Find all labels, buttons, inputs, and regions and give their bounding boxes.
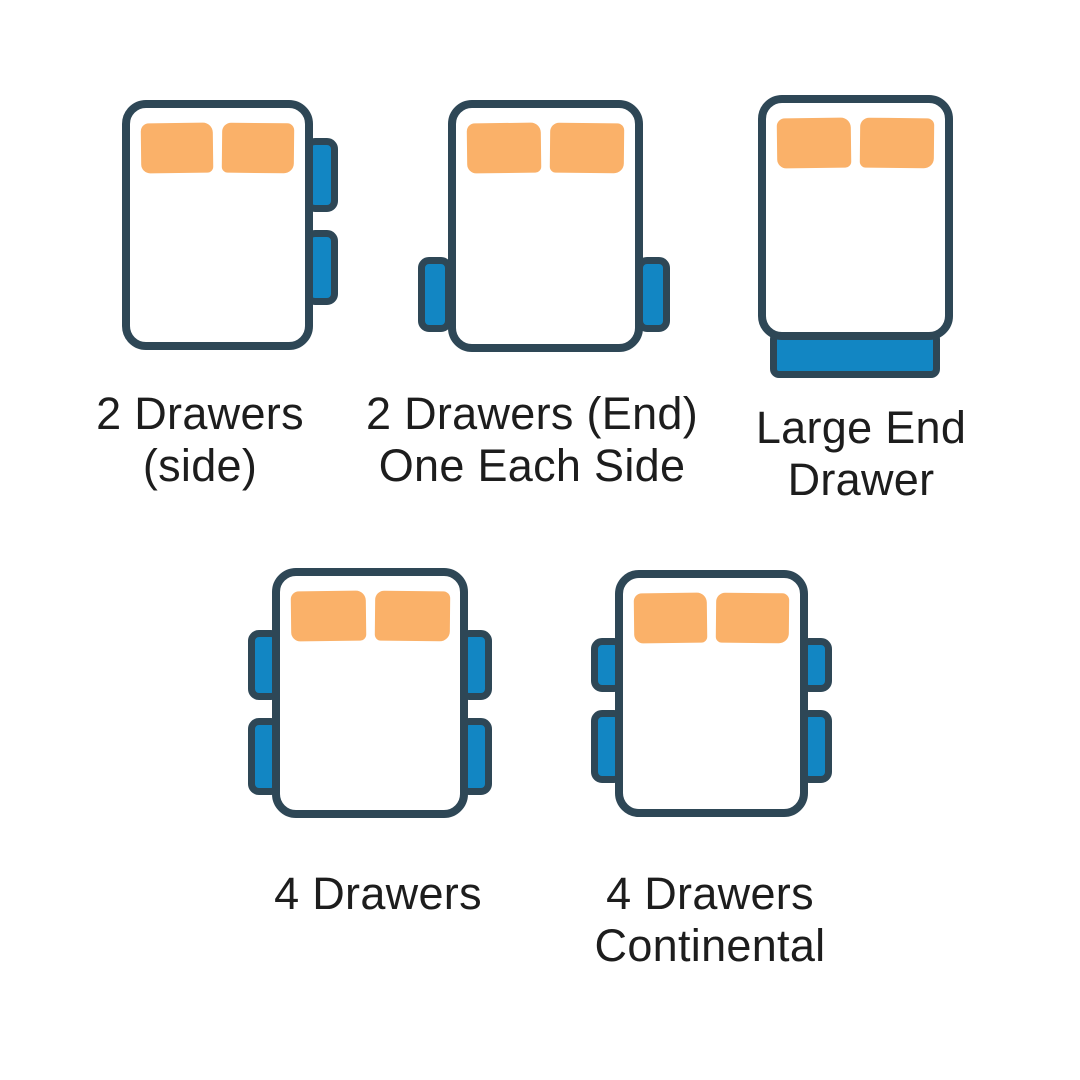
figure-label-4-drawers: 4 Drawers (274, 868, 482, 920)
drawer-left (418, 257, 452, 332)
bed-figure-2-drawers-side (122, 100, 338, 350)
pillow-right (221, 122, 295, 174)
bed-body (448, 100, 643, 352)
label-line-2: (side) (142, 440, 258, 491)
bed-body (122, 100, 313, 350)
label-line-1: Large End (755, 402, 967, 453)
label-line-1: 4 Drawers (606, 868, 814, 919)
pillow-row (280, 576, 460, 642)
figure-label-large-end-drawer: Large End Drawer (756, 402, 966, 506)
bed-body (758, 95, 953, 340)
pillow-row (623, 578, 800, 644)
figure-label-4-drawers-continental: 4 Drawers Continental (595, 868, 826, 972)
pillow-row (766, 103, 945, 169)
figure-label-2-drawers-side: 2 Drawers (side) (96, 388, 304, 492)
bed-figure-4-drawers (248, 568, 492, 818)
pillow-right (859, 117, 935, 169)
label-line-1: 2 Drawers (End) (365, 388, 699, 439)
pillow-left (776, 117, 852, 169)
label-line-2: Continental (594, 920, 826, 971)
pillow-left (140, 122, 214, 174)
bed-body (615, 570, 808, 817)
bed-figure-4-drawers-continental (591, 570, 832, 817)
label-line-1: 4 Drawers (274, 868, 482, 919)
label-line-1: 2 Drawers (96, 388, 304, 439)
pillow-left (633, 592, 708, 644)
bed-body (272, 568, 468, 818)
label-line-2: Drawer (787, 454, 935, 505)
bed-figure-2-drawers-end (418, 100, 670, 352)
bed-figure-large-end-drawer (758, 95, 953, 378)
figure-label-2-drawers-end: 2 Drawers (End) One Each Side (366, 388, 698, 492)
pillow-right (374, 590, 450, 642)
label-line-2: One Each Side (378, 440, 686, 491)
pillow-right (715, 592, 790, 644)
pillow-right (549, 122, 625, 174)
pillow-row (456, 108, 635, 174)
pillow-left (466, 122, 542, 174)
pillow-row (130, 108, 305, 174)
pillow-left (290, 590, 366, 642)
